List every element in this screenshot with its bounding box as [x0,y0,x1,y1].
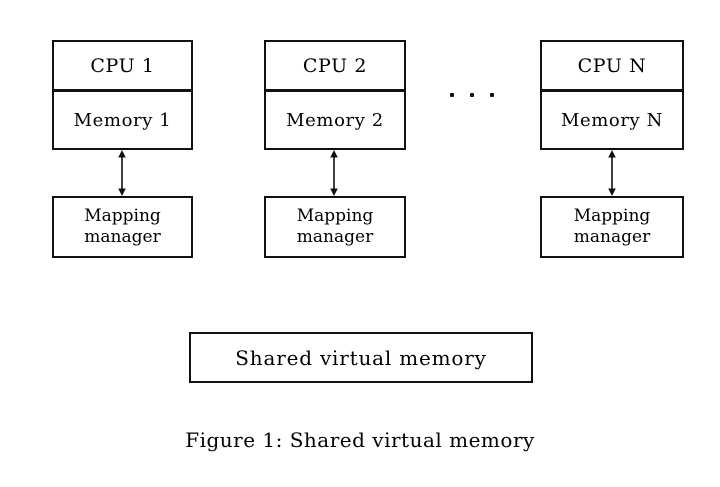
mapping-manager-line-na: Mapping [573,206,651,227]
shared-virtual-memory-box: Shared virtual memory [189,332,533,383]
memory-manager-link-arrow-2 [326,150,342,196]
mapping-manager-box-2: Mapping manager [264,196,406,258]
mapping-manager-line-2b: manager [296,227,374,247]
mapping-manager-box-1: Mapping manager [52,196,193,258]
horizontal-ellipsis-icon [450,84,494,106]
memory-box-1: Memory 1 [73,109,172,131]
mapping-manager-line-1b: manager [84,227,161,247]
ellipsis-dot [490,93,494,97]
mapping-manager-line-1a: Mapping [84,206,161,227]
mapping-manager-box-n: Mapping manager [540,196,684,258]
memory-manager-link-arrow-n [604,150,620,196]
cpu-box-n: CPU N [542,42,682,92]
memory-box-n: Memory N [560,109,664,131]
ellipsis-dot [470,93,474,97]
memory-box-2: Memory 2 [286,109,384,131]
figure-caption: Figure 1: Shared virtual memory [185,428,535,452]
cpu-memory-stack-2: CPU 2 Memory 2 [264,40,406,150]
node-group-1: CPU 1 Memory 1 [52,40,193,150]
cpu-box-2: CPU 2 [266,42,404,92]
cpu-memory-stack-1: CPU 1 Memory 1 [52,40,193,150]
mapping-manager-line-2a: Mapping [296,206,374,227]
node-group-n: CPU N Memory N [540,40,684,150]
cpu-memory-stack-n: CPU N Memory N [540,40,684,150]
mapping-manager-line-nb: manager [573,227,651,247]
memory-manager-link-arrow-1 [114,150,130,196]
ellipsis-dot [450,93,454,97]
cpu-box-1: CPU 1 [54,42,191,92]
node-group-2: CPU 2 Memory 2 [264,40,406,150]
